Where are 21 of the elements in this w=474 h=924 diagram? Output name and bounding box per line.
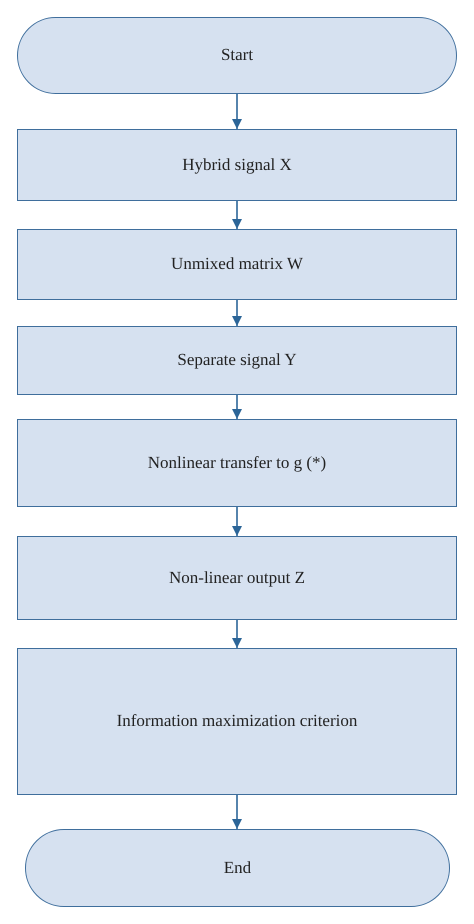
node-label: Non-linear output Z — [169, 566, 305, 589]
arrow — [232, 507, 242, 536]
node-label: Unmixed matrix W — [171, 253, 303, 276]
arrow — [232, 795, 242, 829]
process-box — [17, 229, 457, 300]
node-label: Separate signal Y — [177, 349, 297, 372]
node-label: Nonlinear transfer to g (*) — [148, 452, 326, 474]
arrow — [232, 300, 242, 326]
process-box — [17, 129, 457, 201]
process-box — [17, 419, 457, 507]
arrow — [232, 620, 242, 648]
arrow — [232, 94, 242, 129]
process-box — [17, 536, 457, 620]
process-box — [17, 326, 457, 395]
process-box — [17, 648, 457, 795]
node-label: Hybrid signal X — [182, 154, 292, 176]
node-label: Start — [220, 44, 254, 66]
arrow — [232, 395, 242, 419]
node-label: End — [224, 856, 252, 879]
node-label: Information maximization criterion — [116, 710, 358, 732]
arrow — [232, 201, 242, 229]
